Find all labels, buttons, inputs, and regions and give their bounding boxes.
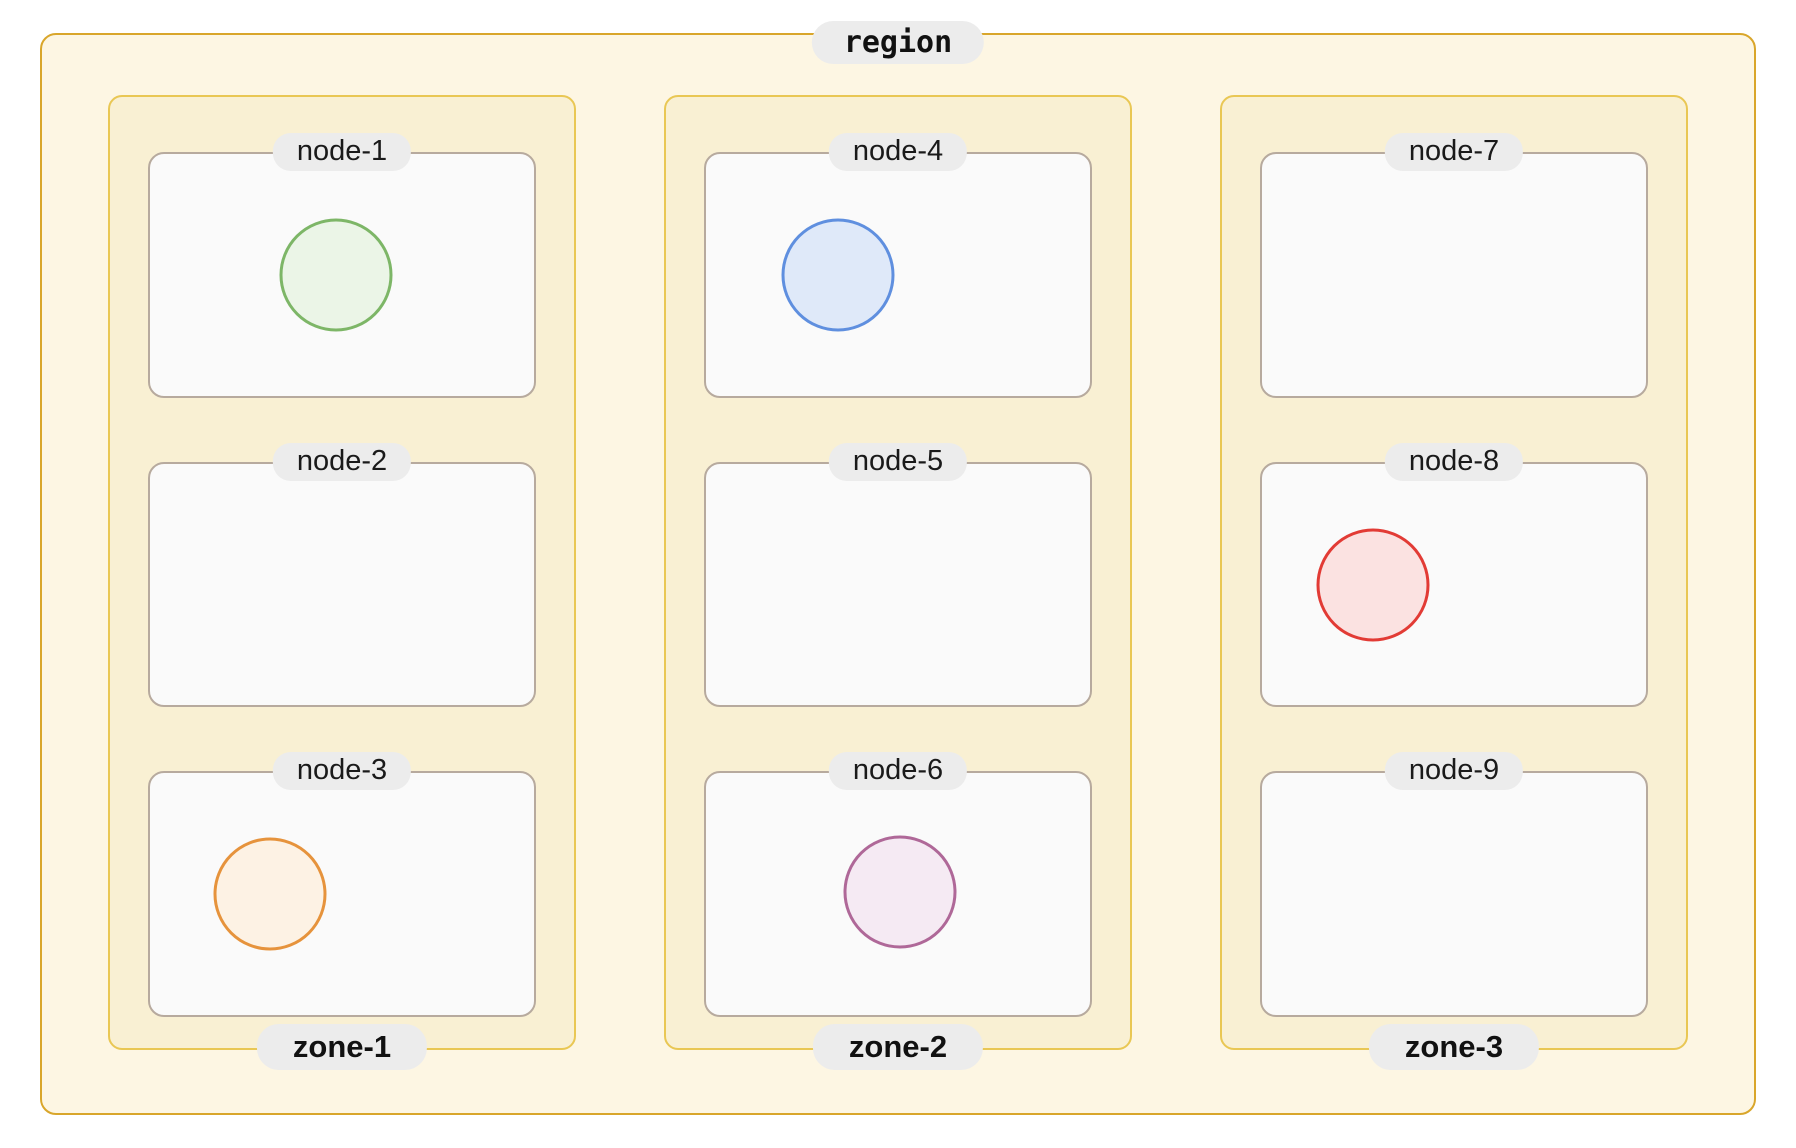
node-label: node-7 (1384, 133, 1524, 171)
instance-circle-blue-icon (781, 218, 895, 332)
zone-1-container: node-1 node-2 node-3 zone-1 (108, 95, 576, 1070)
node-label: node-6 (828, 752, 968, 791)
instance-circle-purple-icon (843, 835, 957, 949)
instance-circle-orange-icon (213, 837, 327, 951)
node-box-6: node-6 (704, 752, 1092, 1018)
node-box-5: node-5 (704, 442, 1092, 708)
node-box-9: node-9 (1260, 752, 1648, 1018)
zone-2-nodes: node-4 node-5 node-6 (666, 97, 1130, 1048)
node-box-8: node-8 (1260, 442, 1648, 708)
zones-row: node-1 node-2 node-3 zone-1 (42, 35, 1754, 1113)
node-label: node-8 (1384, 442, 1524, 481)
node-box-2: node-2 (148, 442, 536, 708)
zone-3-container: node-7 node-8 node-9 zone-3 (1220, 95, 1688, 1070)
node-box-4: node-4 (704, 133, 1092, 398)
node-label: node-9 (1384, 752, 1524, 791)
node-label: node-2 (272, 442, 412, 481)
zone-2-container: node-4 node-5 node-6 zone-2 (664, 95, 1132, 1070)
node-label: node-4 (828, 133, 968, 171)
node-label: node-3 (272, 752, 412, 791)
region-container: region node-1 node-2 node-3 (40, 21, 1756, 1115)
instance-circle-red-icon (1316, 528, 1430, 641)
zone-3-nodes: node-7 node-8 node-9 (1222, 97, 1686, 1048)
region-label: region (811, 21, 985, 64)
zone-1-nodes: node-1 node-2 node-3 (110, 97, 574, 1048)
instance-circle-green-icon (279, 218, 393, 332)
zone-3-label: zone-3 (1368, 1023, 1540, 1070)
node-label: node-1 (272, 133, 412, 171)
node-box-7: node-7 (1260, 133, 1648, 398)
zone-1-label: zone-1 (256, 1023, 428, 1070)
node-box-3: node-3 (148, 752, 536, 1018)
node-label: node-5 (828, 442, 968, 481)
zone-2-label: zone-2 (812, 1023, 984, 1070)
node-box-1: node-1 (148, 133, 536, 398)
